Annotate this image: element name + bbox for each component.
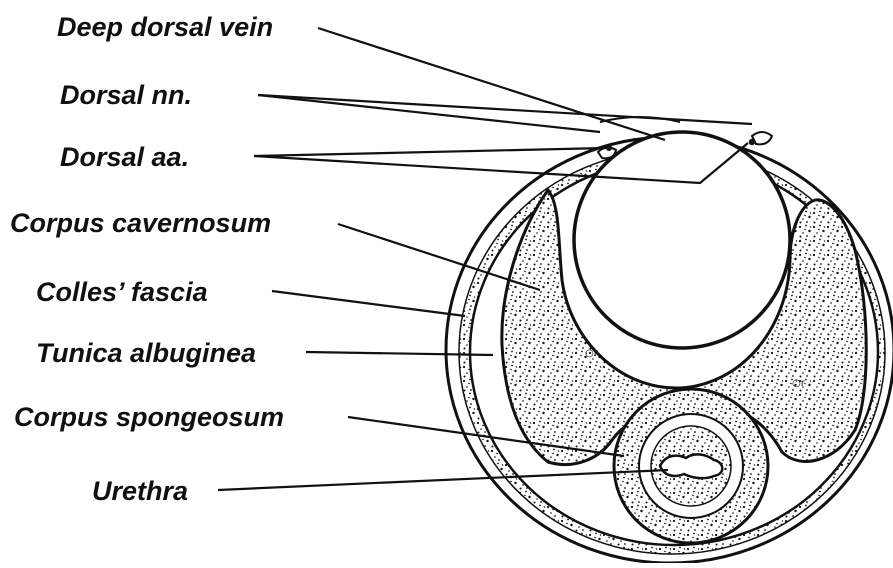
svg-text:○r: ○r: [585, 348, 599, 359]
dorsal-artery-left-lumen: [606, 145, 612, 151]
label-corpus-spongeosum: Corpus spongeosum: [14, 404, 284, 431]
dorsal-circle: [574, 132, 790, 348]
label-urethra: Urethra: [92, 478, 188, 505]
leader-colles-fascia: [272, 291, 465, 316]
label-corpus-cavernosum: Corpus cavernosum: [10, 210, 271, 237]
leader-deep-dorsal-vein: [318, 28, 665, 140]
urethra-lumen: [660, 454, 722, 478]
svg-text:○r: ○r: [792, 378, 806, 389]
leader-dorsal-nn-1: [258, 95, 600, 132]
leader-dorsal-nn-2: [258, 95, 752, 124]
dorsal-artery-right-lumen: [749, 139, 755, 145]
leader-dorsal-aa-1: [254, 148, 606, 156]
label-colles-fascia: Colles’ fascia: [36, 279, 208, 306]
label-deep-dorsal-vein: Deep dorsal vein: [57, 14, 273, 41]
label-dorsal-aa: Dorsal aa.: [60, 144, 189, 171]
label-tunica-albuginea: Tunica albuginea: [36, 340, 256, 367]
label-dorsal-nn: Dorsal nn.: [60, 82, 192, 109]
